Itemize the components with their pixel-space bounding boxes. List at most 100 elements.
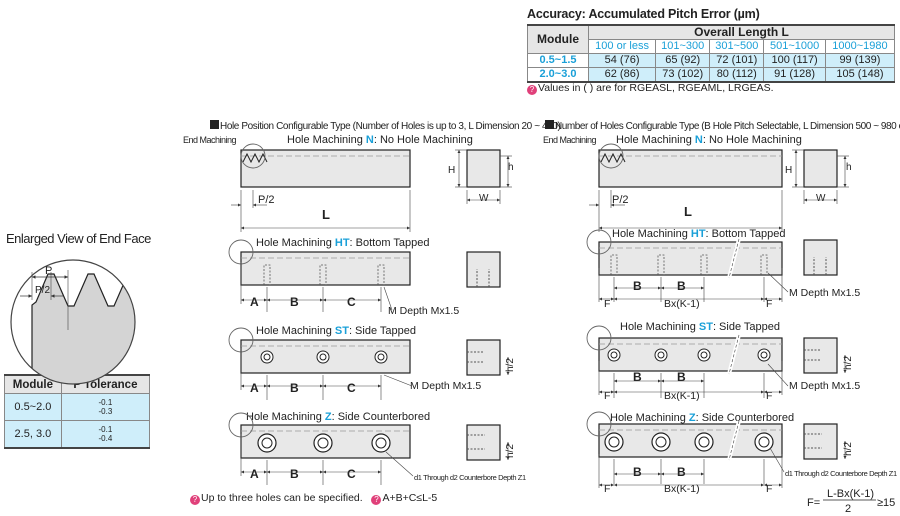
- dimension-line: [767, 363, 789, 387]
- module-cell: 0.5~1.5: [527, 53, 589, 68]
- h-dim: H: [785, 165, 792, 176]
- tapped-hole: [377, 353, 385, 361]
- a-dim: A: [250, 295, 259, 309]
- accuracy-note: ?Values in ( ) are for RGEASL, RGEAML, L…: [527, 82, 774, 95]
- dimension-line: [769, 447, 785, 473]
- note-2: A+B+C≤L-5: [382, 492, 438, 504]
- counterbore-label: d1 Through d2 Counterbore Depth Z1: [414, 473, 526, 482]
- accuracy-title: Accuracy: Accumulated Pitch Error (µm): [527, 7, 760, 21]
- b-dim: B: [290, 381, 299, 395]
- h-small-dim: h: [846, 162, 852, 173]
- f-dim: F: [604, 298, 610, 310]
- tip-icon: ?: [190, 495, 200, 505]
- tapped-hole: [319, 264, 327, 285]
- f-dim: F: [604, 483, 610, 495]
- tooth-profile: [600, 152, 626, 164]
- tapped-hole: [657, 254, 665, 275]
- tapped-hole: [263, 353, 271, 361]
- tapped-hole: [610, 254, 618, 275]
- module-cell: 0.5~2.0: [4, 393, 62, 421]
- b-dim: B: [290, 295, 299, 309]
- lower: -0.4: [98, 434, 113, 443]
- bxk-dim: Bx(K-1): [664, 298, 700, 310]
- detail-circle: [586, 411, 612, 437]
- tapped-hole: [760, 254, 768, 275]
- module-cell: 2.0~3.0: [527, 67, 589, 83]
- counterbore-hole: [655, 436, 667, 448]
- h-small-dim: h: [508, 162, 514, 173]
- tol-header: P Tolerance: [60, 374, 151, 394]
- hidden-line: [804, 349, 820, 361]
- col-header: 1000~1980: [824, 39, 896, 54]
- hidden-line: [813, 257, 827, 275]
- end-machining-circle: [598, 143, 624, 169]
- counterbore-hole: [371, 433, 391, 453]
- tooth-profile: [242, 152, 268, 164]
- counterbore-hole: [651, 432, 671, 452]
- w-dim: W: [816, 193, 826, 204]
- b-dim: B: [633, 465, 642, 479]
- dimension-line: [383, 374, 413, 387]
- counterbore-hole: [257, 433, 277, 453]
- dimension-line: [385, 451, 414, 477]
- n-title: Hole Machining N: No Hole Machining: [287, 134, 473, 146]
- value-cell: 62 (86): [587, 67, 657, 83]
- c-dim: C: [347, 467, 356, 481]
- end-machining-label: End Machining: [543, 135, 597, 145]
- rack-bar-n: [240, 149, 411, 188]
- tapped-hole: [319, 353, 327, 361]
- counterbore-hole: [698, 436, 710, 448]
- rack-bar-st: [598, 337, 783, 372]
- z-title: Hole Machining Z: Side Counterbored: [610, 412, 794, 424]
- formula-numerator: L-Bx(K-1): [827, 488, 874, 500]
- ht-title: Hole Machining HT: Bottom Tapped: [256, 237, 429, 249]
- dimension-line: [728, 420, 740, 461]
- hidden-line: [804, 433, 822, 449]
- accuracy-note-text: Values in ( ) are for RGEASL, RGEAML, LR…: [538, 82, 774, 94]
- formula-lhs: F=: [807, 497, 820, 509]
- end-view: [803, 149, 838, 188]
- col-header: 301~500: [709, 39, 765, 54]
- counterbore-hole: [261, 437, 273, 449]
- end-machining-circle: [240, 143, 266, 169]
- bullet-square-icon: [545, 120, 554, 129]
- tapped-hole: [374, 350, 388, 364]
- b-dim: B: [633, 370, 642, 384]
- lower: -0.3: [98, 407, 113, 416]
- detail-circle: [586, 229, 612, 255]
- h2-dim: h/2: [505, 444, 516, 458]
- l-dim: L: [322, 207, 330, 222]
- counterbore-hole: [375, 437, 387, 449]
- counterbore-hole: [754, 432, 774, 452]
- tapped-hole: [760, 351, 768, 359]
- b-dim: B: [677, 370, 686, 384]
- tapped-hole: [316, 350, 330, 364]
- h2-dim: h/2: [505, 358, 516, 372]
- a-dim: A: [250, 467, 259, 481]
- dimension-line: [767, 272, 789, 293]
- end-view: [803, 239, 838, 276]
- h-dim: H: [448, 165, 455, 176]
- h2-dim: h/2: [843, 356, 854, 370]
- tapped-hole: [610, 351, 618, 359]
- table-row: 0.5~2.0 -0.1-0.3: [4, 393, 151, 421]
- value-cell: 73 (102): [655, 67, 711, 83]
- end-machining-label: End Machining: [183, 135, 237, 145]
- table-row: 2.5, 3.0 -0.1-0.4: [4, 420, 151, 449]
- h2-dim: h/2: [843, 442, 854, 456]
- z-title: Hole Machining Z: Side Counterbored: [246, 411, 430, 423]
- accuracy-table: Module Overall Length L 100 or less 101~…: [527, 24, 896, 83]
- ht-title: Hole Machining HT: Bottom Tapped: [612, 228, 785, 240]
- counterbore-hole: [604, 432, 624, 452]
- m-depth-label: M Depth Mx1.5: [789, 380, 860, 392]
- tip-icon: ?: [371, 495, 382, 505]
- c-dim: C: [347, 295, 356, 309]
- end-view: [466, 424, 501, 461]
- m-depth-label: M Depth Mx1.5: [388, 305, 459, 317]
- end-view: [466, 339, 501, 376]
- tapped-hole: [377, 264, 385, 285]
- a-dim: A: [250, 381, 259, 395]
- tapped-hole: [654, 348, 668, 362]
- f-dim: F: [766, 298, 772, 310]
